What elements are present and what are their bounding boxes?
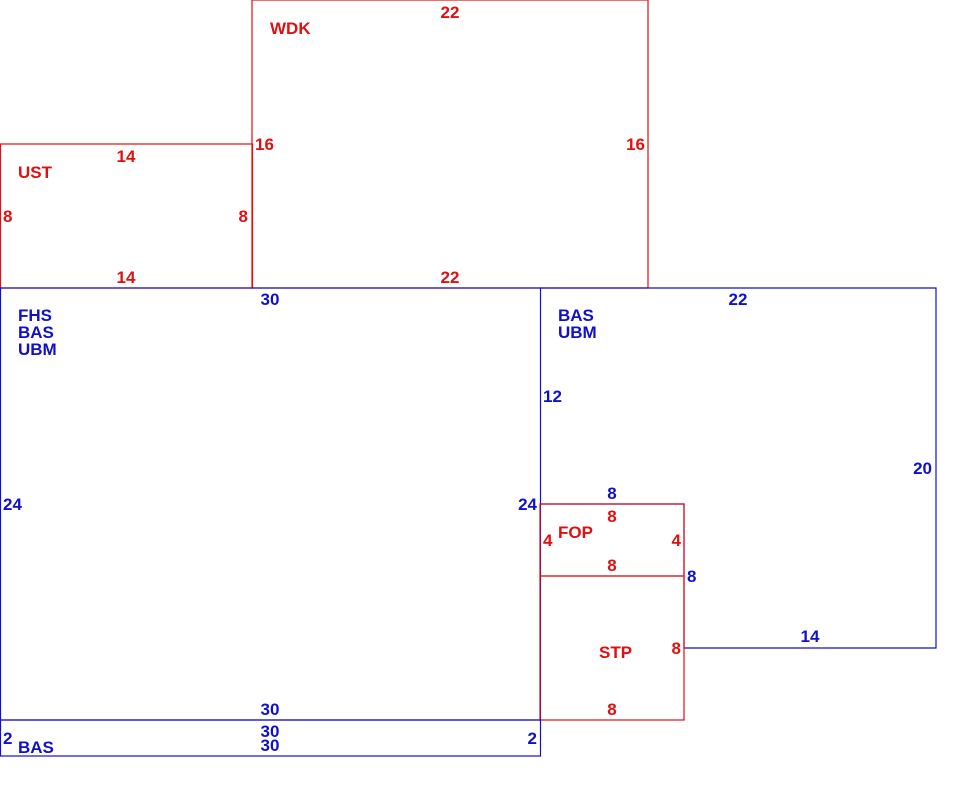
area-strip-dim-right: 2 [528,729,537,748]
area-strip: BAS 30 30 2 2 [0,719,542,757]
area-main-dim-left: 24 [3,495,22,514]
area-stp: STP 8 8 [539,575,685,721]
area-fop-dim-left: 4 [543,531,553,550]
area-main-label-1: FHS [18,306,52,325]
area-wdk: WDK 22 22 16 16 [251,0,649,289]
area-fop-label: FOP [558,523,593,542]
area-ust-dim-top: 14 [117,147,136,166]
area-east-outline [540,287,937,649]
area-fop-dim-bottom: 8 [607,556,616,575]
area-stp-label: STP [599,643,632,662]
area-east-dim-right: 20 [913,459,932,478]
area-strip-dim-bottom: 30 [261,736,280,755]
area-stp-dim-bottom: 8 [607,700,616,719]
area-wdk-dim-top: 22 [441,3,460,22]
area-strip-dim-top: 30 [261,722,280,741]
area-fop-dim-top: 8 [607,507,616,526]
area-east-dim-top: 22 [729,290,748,309]
area-main-label-3: UBM [18,340,57,359]
area-ust: UST 14 14 8 8 [0,143,254,289]
area-strip-dim-left: 2 [3,729,12,748]
area-ust-dim-right: 8 [239,207,248,226]
area-east-dim-step-right: 8 [687,567,696,586]
area-main: FHS BAS UBM 30 30 24 24 [0,287,542,721]
area-wdk-dim-left: 16 [255,135,274,154]
area-wdk-label: WDK [270,19,311,38]
area-stp-outline [539,575,685,721]
area-east-dim-left: 12 [543,387,562,406]
area-main-dim-top: 30 [261,290,280,309]
area-east: BAS UBM 22 14 20 12 8 8 [540,287,937,649]
area-east-dim-bottom: 14 [801,627,820,646]
area-main-dim-right: 24 [518,495,537,514]
area-wdk-outline [251,0,649,289]
area-ust-dim-bottom: 14 [117,268,136,287]
area-east-dim-step-top: 8 [607,484,616,503]
area-main-outline [0,287,542,721]
area-fop-dim-right: 4 [672,531,682,550]
area-main-dim-bottom: 30 [261,700,280,719]
area-ust-dim-left: 8 [3,207,12,226]
area-main-label-2: BAS [18,323,54,342]
area-stp-dim-right: 8 [672,639,681,658]
area-strip-label: BAS [18,738,54,757]
area-east-label-2: UBM [558,323,597,342]
area-wdk-dim-bottom: 22 [441,268,460,287]
area-ust-label: UST [18,163,53,182]
area-east-label-1: BAS [558,306,594,325]
area-fop: FOP 8 8 4 4 [539,503,685,577]
area-strip-outline [0,719,542,757]
area-wdk-dim-right: 16 [626,135,645,154]
